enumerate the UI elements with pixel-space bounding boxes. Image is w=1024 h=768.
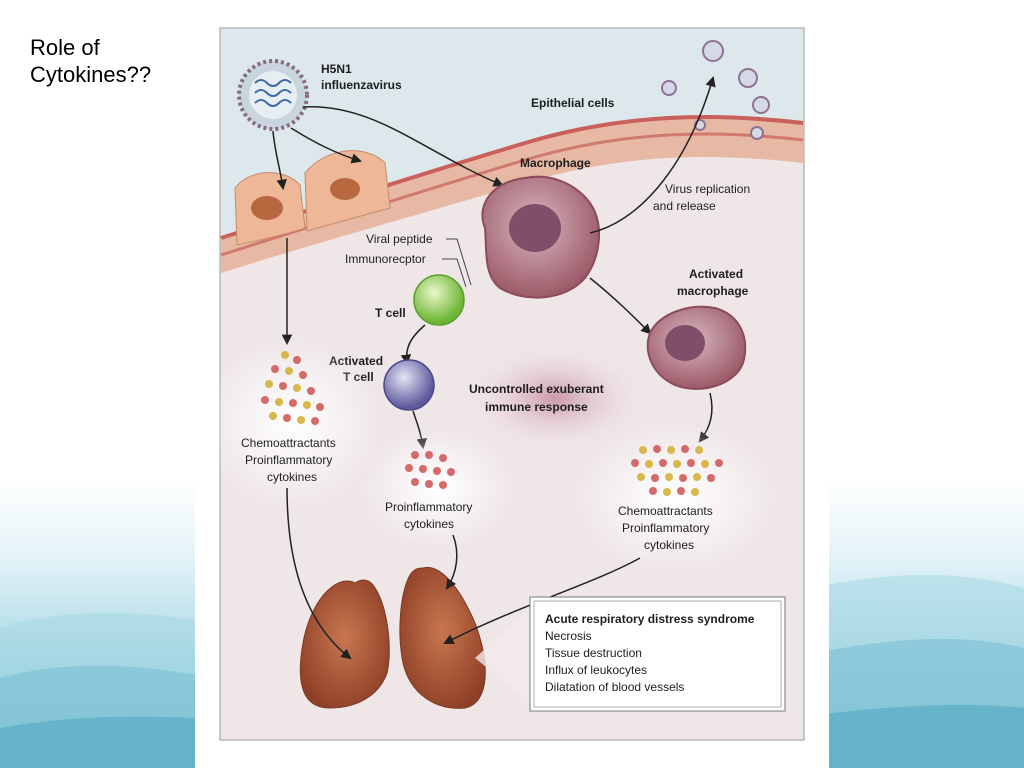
immunoreceptor-leader [442,258,467,288]
immunoreceptor-label: Immunorecptor [345,252,426,266]
epithelial-layer [221,117,803,273]
middle-cytokine-to-lung-arrow [445,534,458,590]
epithelial-cell-left [234,172,306,246]
epithelial-label: Epithelial cells [531,96,615,110]
h5n1-virus [237,59,309,131]
left-cytokine-to-lung-arrow [286,487,352,660]
right-cytokine-to-lung-arrow [443,557,641,644]
virus-release-arrow [589,75,716,234]
ards-box-inner-border [533,600,782,708]
ards-box [529,596,786,712]
virus-to-cell-arrow-right [290,127,363,164]
diagram-canvas: H5N1 influenzavirus Epithelial cells Mac… [202,27,805,741]
viral-peptide-label: Viral peptide [366,232,433,246]
middle-cytokine-cluster [405,451,455,489]
right-cytokine-cluster [631,445,723,496]
virus-release-line1: Virus replication [665,182,750,196]
virus-to-macrophage-arrow [302,106,504,187]
activated-macrophage-label-line1: Activated [689,267,743,281]
lungs [299,566,486,709]
virus-label-line2: influenzavirus [321,78,402,92]
ards-title: Acute respiratory distress syndrome [545,612,755,626]
slide-title: Role of Cytokines?? [30,35,152,87]
diagram-figure: H5N1 influenzavirus Epithelial cells Mac… [195,3,829,768]
immune-response-line1: Uncontrolled exuberant [469,382,604,396]
t-cell [413,274,465,326]
right-cytokine-label-line3: cytokines [644,538,694,552]
virus-to-cell-arrow-left [272,130,287,191]
activated-t-cell [383,359,435,411]
ards-item: Necrosis [545,629,592,643]
immune-response-line2: immune response [485,400,588,414]
ards-callout-pointer [475,608,530,703]
right-cytokine-glow [575,423,775,573]
epithelial-cell-right [304,150,391,232]
activated-macrophage-label-line2: macrophage [677,284,749,298]
viral-peptide-leader [446,238,472,286]
left-cytokine-label-line2: Proinflammatory [245,453,332,467]
middle-cytokine-label-line2: cytokines [404,517,454,531]
virus-label-line1: H5N1 [321,62,352,76]
left-cytokine-label-line3: cytokines [267,470,317,484]
ards-item: Dilatation of blood vessels [545,680,684,694]
middle-cytokine-glow [362,428,512,548]
left-cytokine-cluster [261,351,324,425]
right-cytokine-label-line2: Proinflammatory [622,521,709,535]
right-cytokine-label-line1: Chemoattractants [618,504,713,518]
virus-release-line2: and release [653,199,716,213]
macrophage-label: Macrophage [520,156,591,170]
ards-item: Influx of leukocytes [545,663,647,677]
left-cytokine-glow [202,338,382,508]
ards-item: Tissue destruction [545,646,642,660]
middle-cytokine-label-line1: Proinflammatory [385,500,472,514]
macrophage-activation-arrow [589,277,652,335]
macrophage [481,175,601,299]
t-cell-label: T cell [375,306,406,320]
left-cytokine-label-line1: Chemoattractants [241,436,336,450]
immune-response-glow [460,343,650,453]
activated-macrophage [646,305,747,390]
